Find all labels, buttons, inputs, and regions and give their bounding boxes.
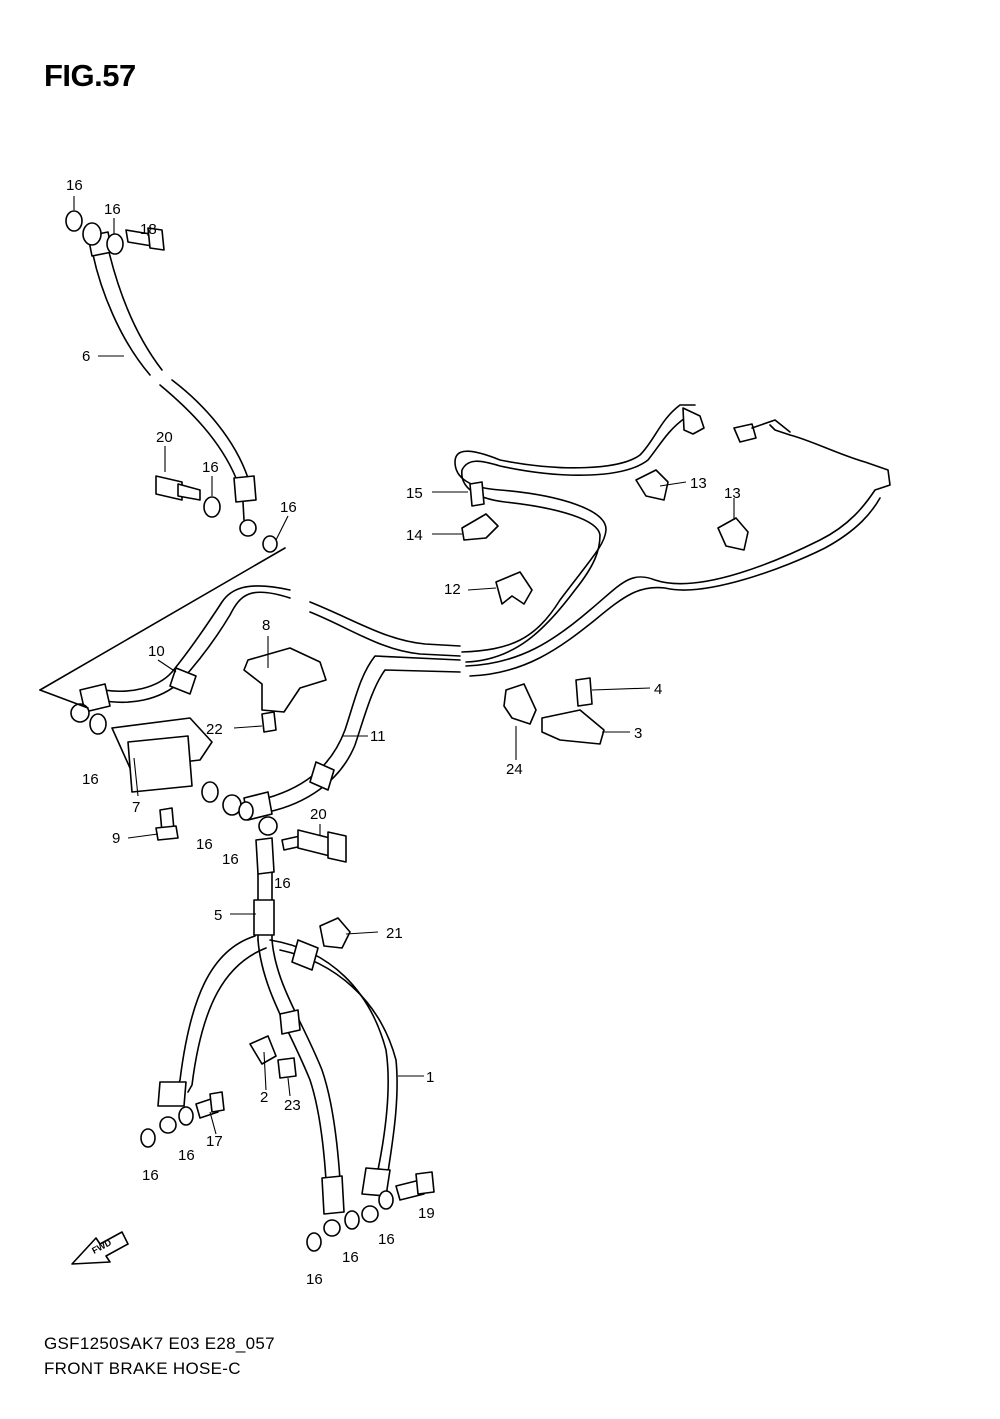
callout-5: 5	[214, 907, 222, 924]
washer-icon	[203, 496, 221, 518]
callout-13: 13	[690, 475, 707, 492]
callout-3: 3	[634, 725, 642, 742]
callout-13: 13	[724, 485, 741, 502]
bolt-icon	[155, 475, 183, 501]
bolt-icon	[261, 711, 277, 733]
brake-hose-1	[157, 935, 398, 1223]
bolt-15	[469, 481, 485, 507]
callout-16: 16	[306, 1271, 323, 1288]
washer-icon	[201, 781, 219, 803]
brake-hose-10	[70, 585, 461, 723]
callout-16: 16	[196, 836, 213, 853]
washer-icon	[344, 1210, 360, 1230]
leader-lines	[73, 196, 735, 1135]
fwd-arrow-icon: FWD	[71, 1231, 129, 1265]
callout-7: 7	[132, 799, 140, 816]
callout-23: 23	[284, 1097, 301, 1114]
washer-icon	[262, 535, 278, 553]
washer-icon	[65, 210, 83, 232]
washer-icon	[378, 1190, 394, 1210]
callout-18: 18	[140, 221, 157, 238]
brake-hose-6	[82, 222, 257, 537]
callout-16: 16	[66, 177, 83, 194]
callout-19: 19	[418, 1205, 435, 1222]
washer-icon	[89, 713, 107, 735]
brake-pipe-long	[454, 404, 891, 677]
brake-hose-5	[253, 816, 345, 1237]
washers-and-bolts-upper	[65, 210, 278, 553]
figure-title: FIG.57	[44, 58, 136, 93]
callout-1: 1	[426, 1069, 434, 1086]
washer-icon	[306, 1232, 322, 1252]
washer-icon	[106, 233, 124, 255]
callout-16: 16	[274, 875, 291, 892]
clamp-24	[503, 683, 537, 725]
bracket-3-assembly	[503, 677, 605, 745]
callout-labels: 16 16 18 6 20 16 16 15 14 12 13 13 8 10 …	[66, 177, 741, 1288]
callout-16: 16	[222, 851, 239, 868]
bracket-2	[249, 1035, 277, 1065]
washer-icon	[238, 801, 254, 821]
callout-16: 16	[202, 459, 219, 476]
clamps	[461, 469, 749, 605]
bolt-20-lower	[297, 829, 331, 857]
callout-2: 2	[260, 1089, 268, 1106]
callout-20: 20	[156, 429, 173, 446]
callout-22: 22	[206, 721, 223, 738]
callout-16: 16	[82, 771, 99, 788]
clamp-13-upper	[635, 469, 669, 501]
figure-name: FRONT BRAKE HOSE-C	[44, 1359, 241, 1378]
callout-16: 16	[178, 1147, 195, 1164]
callout-10: 10	[148, 643, 165, 660]
callout-24: 24	[506, 761, 523, 778]
callout-9: 9	[112, 830, 120, 847]
callout-16: 16	[104, 201, 121, 218]
callout-8: 8	[262, 617, 270, 634]
bracket-8	[243, 647, 327, 733]
figure-code: GSF1250SAK7 E03 E28_057	[44, 1334, 275, 1353]
washer-icon	[140, 1128, 156, 1148]
callout-16: 16	[378, 1231, 395, 1248]
callout-6: 6	[82, 348, 90, 365]
reference-line	[39, 547, 286, 691]
clamp-13-lower	[717, 517, 749, 551]
bolt-icon	[575, 677, 593, 707]
washer-icon	[178, 1106, 194, 1126]
callout-14: 14	[406, 527, 423, 544]
clamp-14	[461, 513, 499, 541]
callout-12: 12	[444, 581, 461, 598]
callout-15: 15	[406, 485, 423, 502]
brake-hose-11	[222, 655, 461, 821]
callout-20: 20	[310, 806, 327, 823]
bolt-23	[277, 1057, 297, 1079]
clamp-12	[495, 571, 533, 605]
callout-21: 21	[386, 925, 403, 942]
callout-11: 11	[370, 728, 386, 745]
lower-small-parts	[140, 829, 435, 1252]
callout-16: 16	[342, 1249, 359, 1266]
callout-16: 16	[280, 499, 297, 516]
clamp-21	[319, 917, 351, 949]
junction-block-7	[89, 713, 254, 841]
callout-17: 17	[206, 1133, 223, 1150]
callout-4: 4	[654, 681, 662, 698]
callout-16: 16	[142, 1167, 159, 1184]
